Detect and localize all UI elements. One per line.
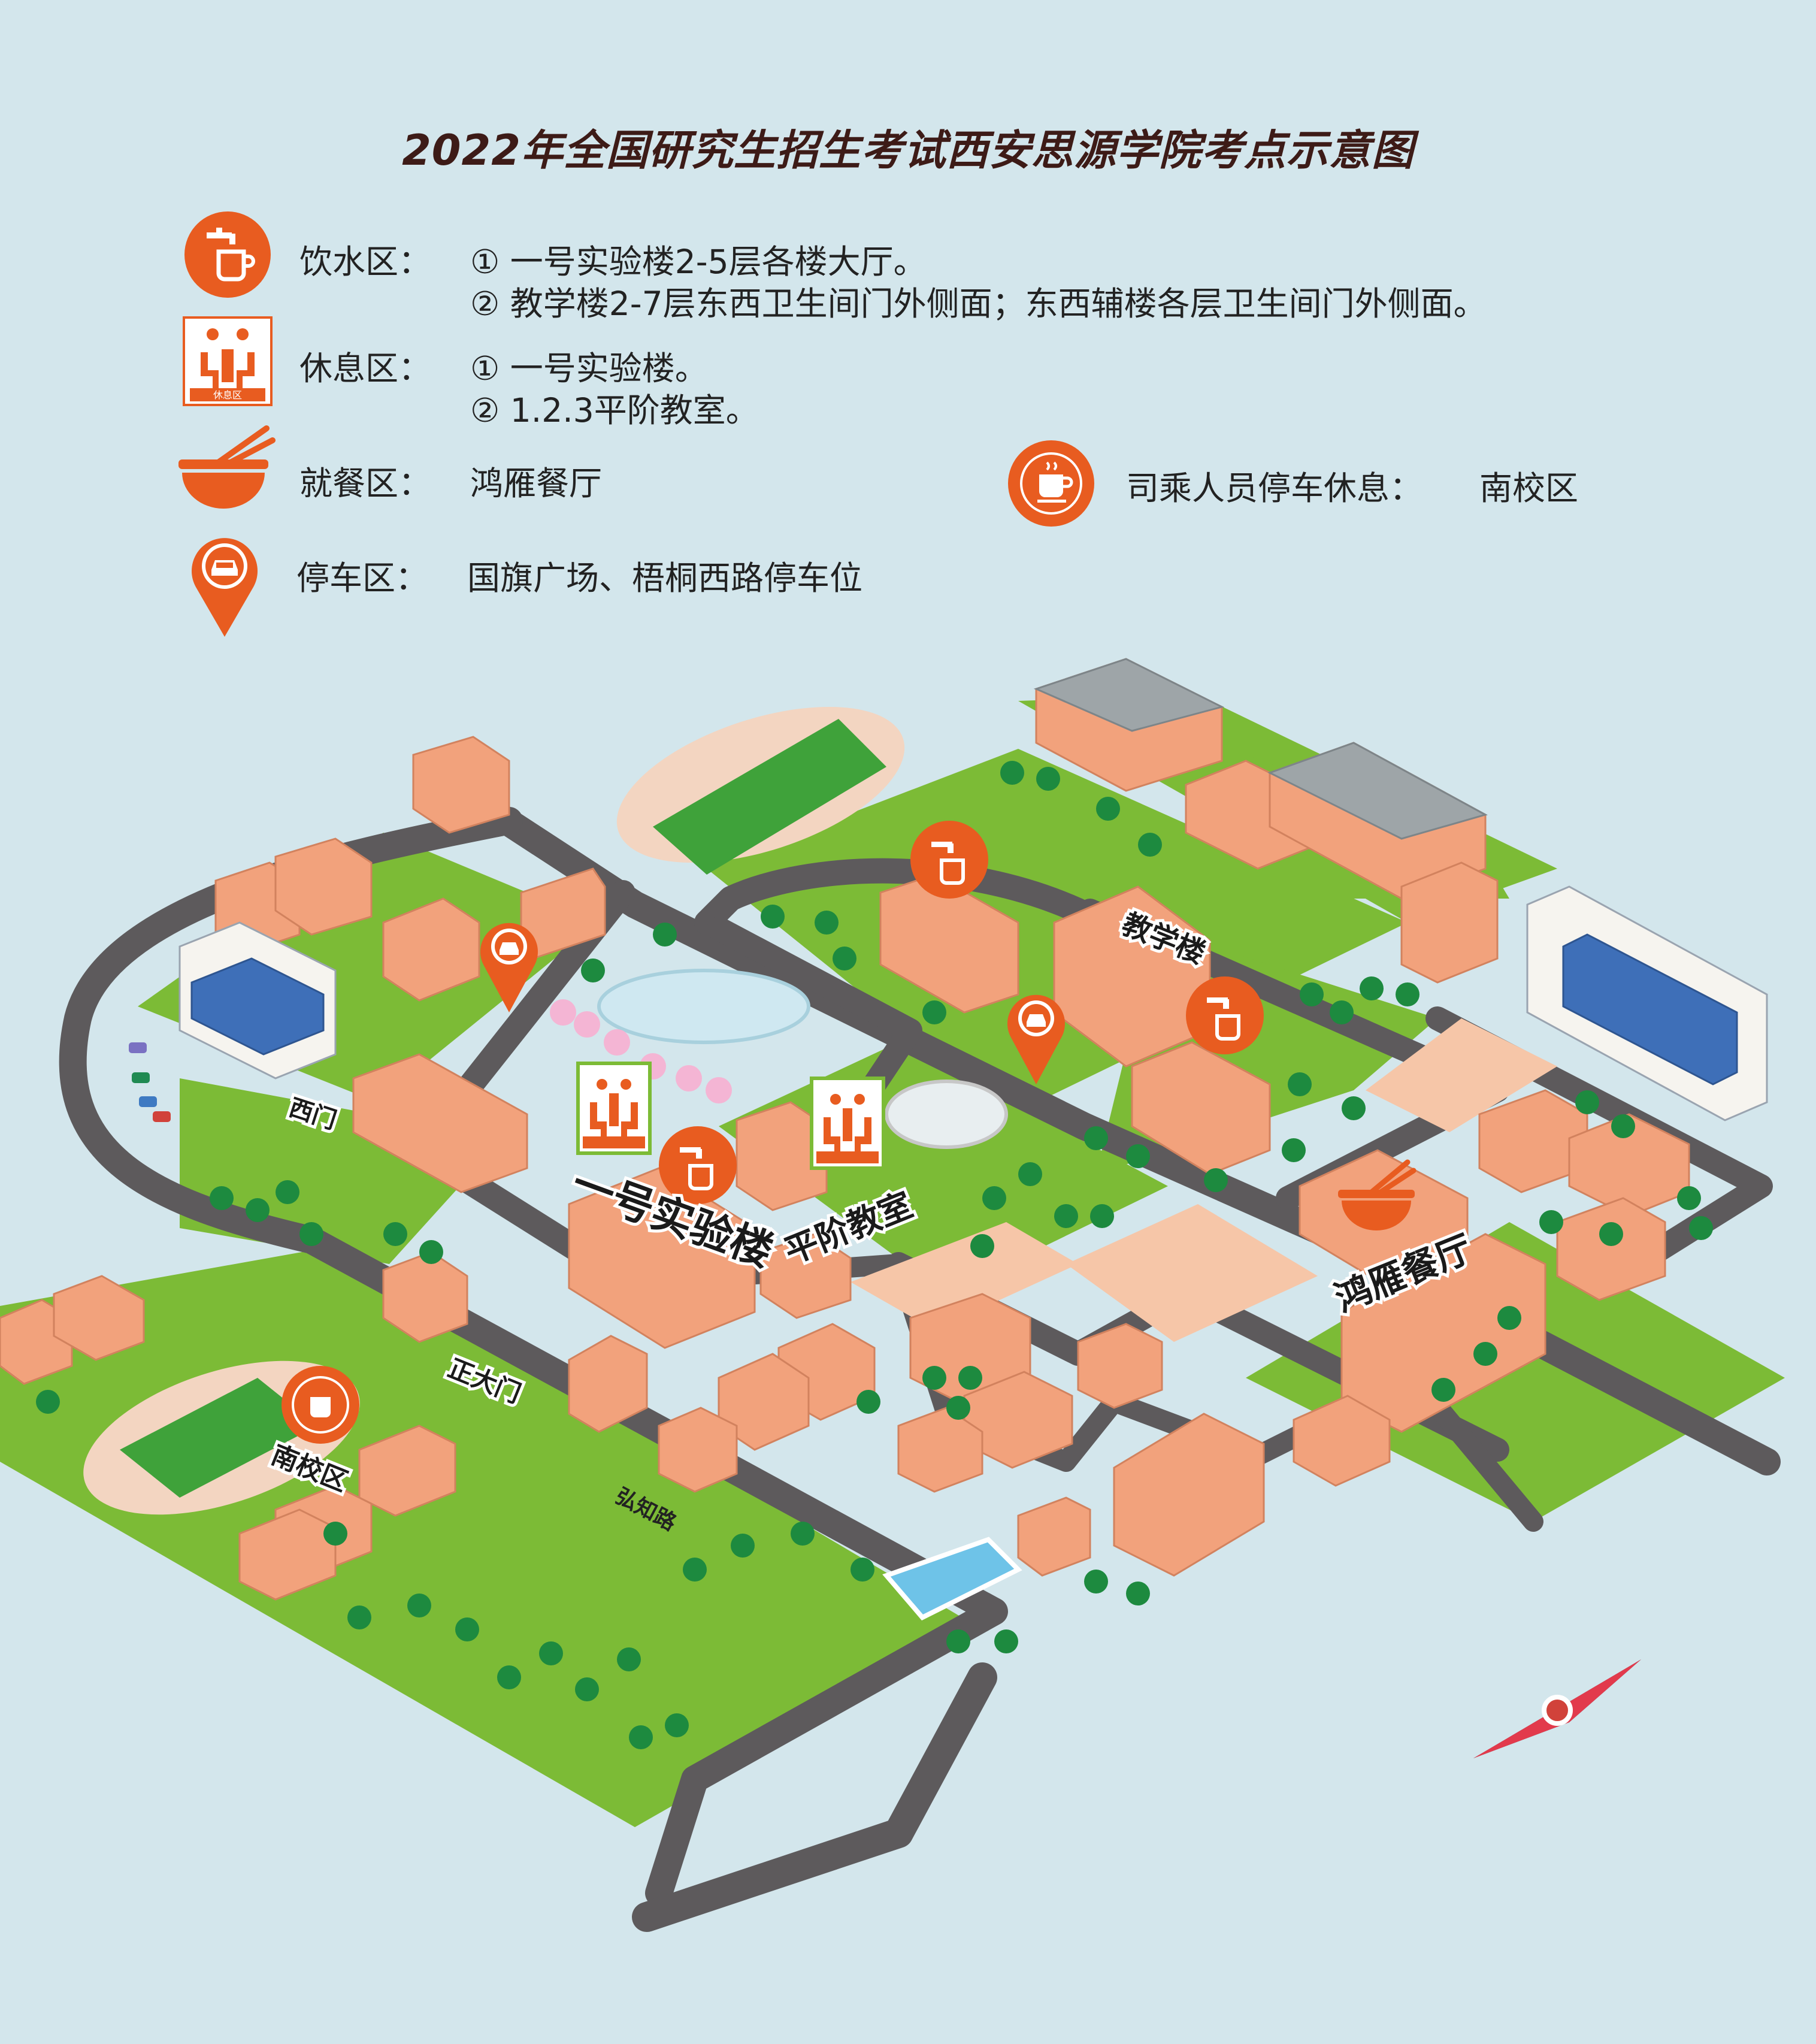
plazas <box>851 1018 1557 1342</box>
parking-legend-label: 停车区： <box>296 559 429 597</box>
water-features <box>597 969 1022 1620</box>
parking-legend-value: 国旗广场、梧桐西路停车位 <box>467 559 863 597</box>
dining-legend-value: 鸿雁餐厅 <box>470 464 603 503</box>
rest-legend-label: 休息区： <box>299 349 432 388</box>
water-legend-label: 饮水区： <box>299 243 432 281</box>
rest-area-marker-2 <box>810 1077 885 1170</box>
water-marker-2 <box>1186 976 1264 1054</box>
rest-area-marker-1 <box>576 1062 652 1155</box>
blossom-trees <box>550 999 732 1103</box>
water-tap-icon <box>184 211 271 298</box>
water-legend-line-2: ② 教学楼2-7层东西卫生间门外侧面；东西辅楼各层卫生间门外侧面。 <box>470 285 1487 323</box>
driver-legend-label: 司乘人员停车休息： <box>1126 469 1423 507</box>
water-marker-1 <box>910 821 988 899</box>
water-marker-3 <box>659 1126 737 1204</box>
parking-marker-1 <box>480 923 538 1012</box>
coffee-cup-icon <box>1008 440 1094 527</box>
parking-marker-2 <box>1007 994 1065 1084</box>
svg-text:休息区: 休息区 <box>213 389 242 401</box>
sports-fields <box>83 706 905 1515</box>
compass-icon <box>1473 1659 1641 1758</box>
rest-legend-line-1: ① 一号实验楼。 <box>470 349 708 388</box>
dining-legend-label: 就餐区： <box>299 464 432 503</box>
page-title: 2022年全国研究生招生考试西安思源学院考点示意图 <box>402 126 1414 175</box>
car-pin-icon <box>192 538 258 637</box>
parked-cars <box>129 1042 171 1122</box>
trees <box>36 761 1713 1749</box>
campus-map: 教学楼 一号实验楼 平阶教室 鸿雁餐厅 南校区 西门 正大门 弘知路 <box>0 658 1785 1932</box>
driver-legend-value: 南校区 <box>1479 469 1579 507</box>
water-legend-line-1: ① 一号实验楼2-5层各楼大厅。 <box>470 243 927 281</box>
rest-legend-line-2: ② 1.2.3平阶教室。 <box>470 391 759 430</box>
driver-rest-marker <box>282 1366 359 1444</box>
bowl-chopsticks-icon <box>178 425 276 509</box>
rest-area-icon: 休息区 <box>183 316 273 406</box>
dining-marker <box>1338 1159 1417 1230</box>
buildings <box>0 658 1768 1601</box>
